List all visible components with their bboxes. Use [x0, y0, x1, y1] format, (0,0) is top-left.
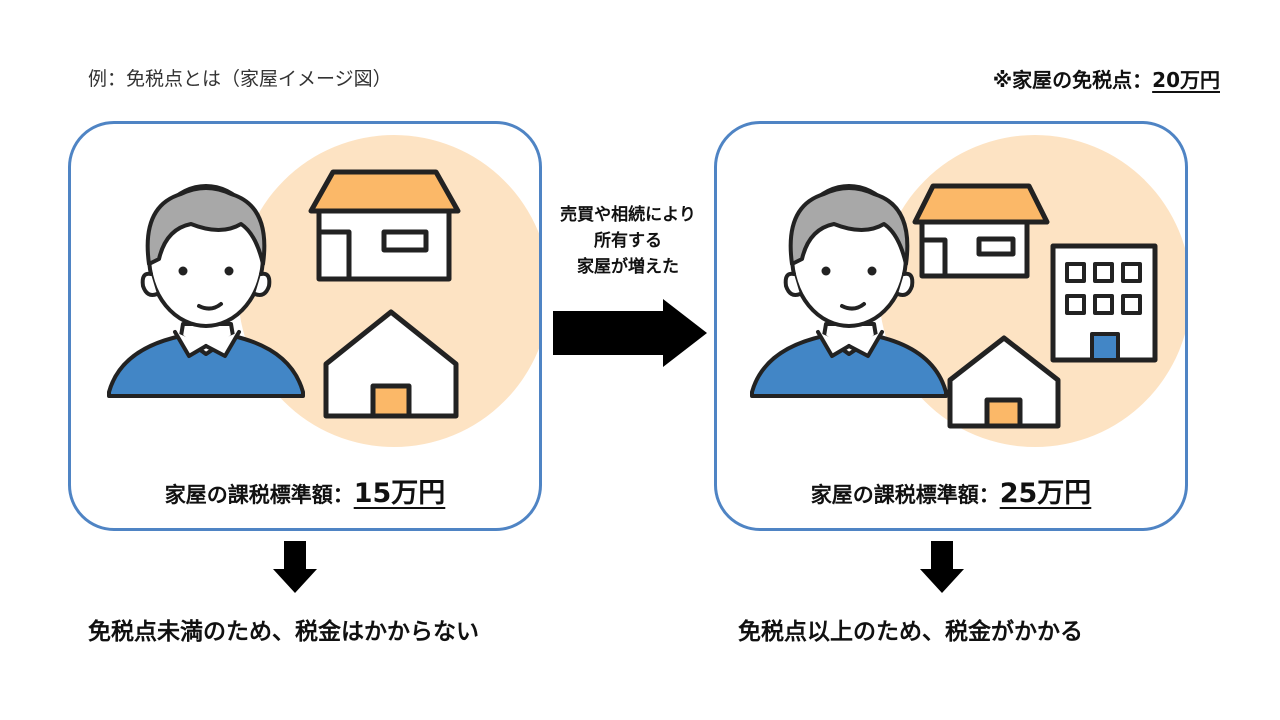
small-house-icon [947, 335, 1061, 429]
right-illustration [750, 135, 1185, 447]
house-icon [308, 169, 461, 282]
left-result-text: 免税点未満のため、税金はかからない [88, 619, 479, 645]
transition-line-3: 家屋が増えた [577, 257, 679, 277]
exemption-note-value: 20万円 [1152, 68, 1220, 92]
right-tax-base-amount: 25万円 [999, 478, 1092, 509]
right-tax-base: 家屋の課税標準額：25万円 [717, 471, 1185, 510]
small-house-icon [323, 309, 459, 419]
person-icon [750, 184, 948, 398]
left-tax-base-amount: 15万円 [353, 478, 446, 509]
exemption-note-label: ※家屋の免税点： [992, 68, 1153, 92]
down-arrow-icon [273, 541, 317, 593]
diagram-title: 例：免税点とは（家屋イメージ図） [88, 68, 392, 90]
transition-line-2: 所有する [594, 231, 662, 251]
building-icon [1050, 243, 1158, 363]
right-result-text: 免税点以上のため、税金がかかる [738, 619, 1083, 645]
down-arrow-icon [920, 541, 964, 593]
transition-line-1: 売買や相続により [560, 205, 696, 225]
house-icon [912, 183, 1050, 279]
left-panel: 家屋の課税標準額：15万円 [68, 121, 542, 531]
left-illustration [107, 135, 539, 447]
exemption-note: ※家屋の免税点：20万円 [993, 64, 1220, 93]
person-icon [107, 184, 305, 398]
transition-label: 売買や相続により 所有する 家屋が増えた [540, 202, 716, 280]
left-tax-base-label: 家屋の課税標準額： [164, 483, 354, 507]
left-tax-base: 家屋の課税標準額：15万円 [71, 471, 539, 510]
right-tax-base-label: 家屋の課税標準額： [810, 483, 1000, 507]
right-panel: 家屋の課税標準額：25万円 [714, 121, 1188, 531]
right-arrow-icon [553, 299, 707, 367]
